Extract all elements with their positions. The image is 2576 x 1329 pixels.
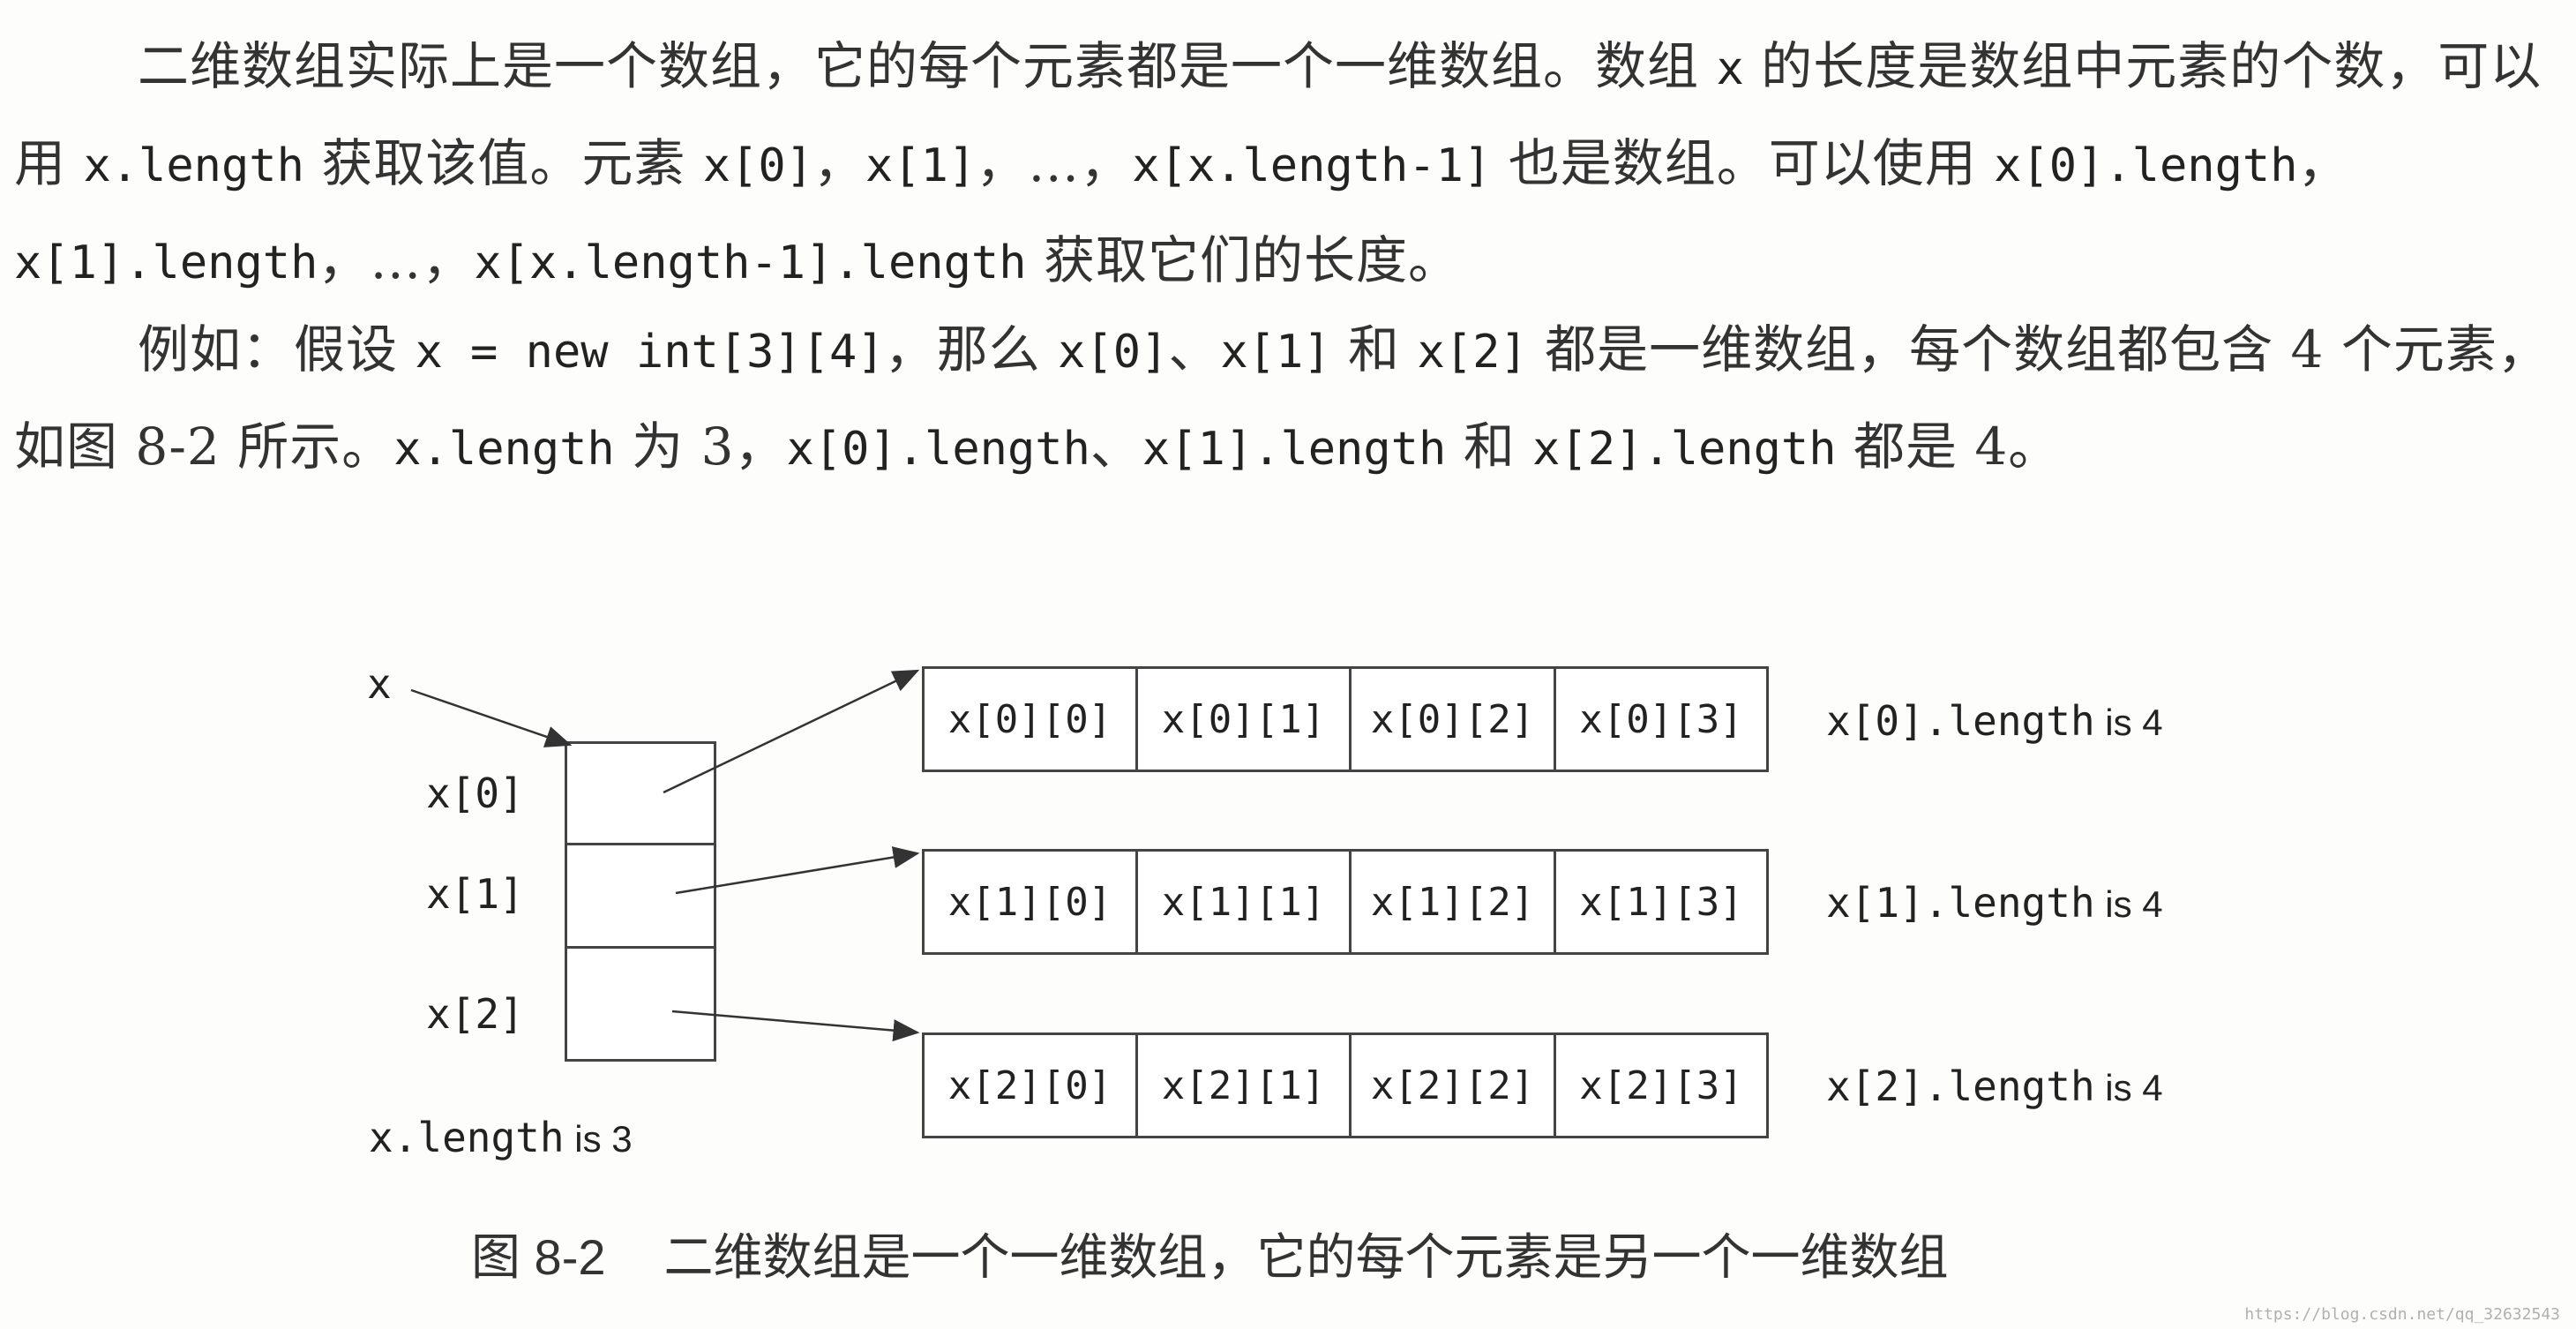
text-run: 为 3， <box>614 417 787 477</box>
text-run: 的长度是数组中元素的个数，可以用 <box>14 36 2542 193</box>
text-run: ， <box>813 133 866 193</box>
x-label: x <box>367 660 392 708</box>
text-run: 、 <box>1168 319 1221 379</box>
row-label-x2: x[2] <box>426 990 524 1038</box>
array-cell: x[2][0] <box>925 1035 1138 1136</box>
text-run: ，那么 <box>884 319 1059 379</box>
code-run: x.length <box>83 139 304 192</box>
code-run: x.length <box>369 1114 565 1161</box>
code-run: x[1].length <box>1826 879 2095 927</box>
code-run: x.length <box>393 423 615 476</box>
text-run: is 3 <box>564 1118 633 1160</box>
code-run: x[0] <box>702 139 813 192</box>
row-label-x1: x[1] <box>426 870 524 918</box>
code-run: x[0] <box>1058 326 1169 379</box>
array-cell: x[0][2] <box>1352 669 1556 770</box>
caption-text: 二维数组是一个一维数组，它的每个元素是另一个一维数组 <box>663 1229 1949 1287</box>
code-run: x[x.length-1].length <box>474 237 1027 289</box>
text-run: is 4 <box>2094 1067 2163 1108</box>
paragraph-2: 例如：假设 x = new int[3][4]，那么 x[0]、x[1] 和 x… <box>14 303 2564 497</box>
row-length-label-1: x[1].length is 4 <box>1826 879 2163 927</box>
row-label-x0: x[0] <box>426 770 524 817</box>
inner-array-row-1: x[1][0] x[1][1] x[1][2] x[1][3] <box>922 849 1769 955</box>
code-run: x[0].length <box>1826 697 2095 745</box>
text-run: ，…， <box>318 230 475 290</box>
caption-number: 图 8-2 <box>471 1229 606 1285</box>
code-run: x[2] <box>1417 326 1528 379</box>
array-cell: x[1][0] <box>925 852 1138 952</box>
array-cell: x[0][3] <box>1579 696 1743 742</box>
code-run: x[0].length <box>1994 139 2298 192</box>
text-run: 和 <box>1330 319 1418 379</box>
outer-array-cell-1 <box>565 843 716 949</box>
code-run: x[2].length <box>1532 423 1837 476</box>
outer-array-cell-2 <box>565 946 716 1062</box>
inner-array-row-0: x[0][0] x[0][1] x[0][2] x[0][3] <box>922 666 1769 772</box>
outer-array-cell-0 <box>565 741 716 845</box>
code-run: x[2].length <box>1826 1062 2095 1110</box>
inner-array-row-2: x[2][0] x[2][1] x[2][2] x[2][3] <box>922 1032 1769 1138</box>
text-run: 、 <box>1090 417 1142 477</box>
text-run: is 4 <box>2094 883 2163 925</box>
watermark: https://blog.csdn.net/qq_32632543 <box>2244 1305 2560 1324</box>
text-run: ，…， <box>976 133 1133 193</box>
array-cell: x[2][2] <box>1352 1035 1556 1136</box>
text-run: ， <box>2297 133 2350 193</box>
text-run: 获取它们的长度。 <box>1026 230 1460 290</box>
array-cell: x[1][2] <box>1352 852 1556 952</box>
text-run: 都是一维数组，每个数组都包含 4 个元素，如图 8-2 所示。 <box>14 319 2550 477</box>
code-run: x[x.length-1] <box>1132 139 1492 192</box>
outer-length-label: x.length is 3 <box>369 1114 633 1161</box>
paragraph-1: 二维数组实际上是一个数组，它的每个元素都是一个一维数组。数组 x 的长度是数组中… <box>14 19 2564 311</box>
array-cell: x[2][3] <box>1579 1062 1743 1108</box>
array-cell: x[0][0] <box>925 669 1138 770</box>
array-cell: x[2][1] <box>1138 1035 1352 1136</box>
code-run: x[1].length <box>1142 423 1447 476</box>
code-run: x = new int[3][4] <box>415 326 885 379</box>
text-run: 例如：假设 <box>138 319 416 379</box>
arrow-x-to-outer <box>410 688 573 747</box>
code-run: x[1].length <box>14 237 318 289</box>
text-run: 都是 4。 <box>1836 417 2061 477</box>
array-cell: x[1][3] <box>1579 879 1743 925</box>
code-run: x[0].length <box>786 423 1090 476</box>
text-run: 也是数组。可以使用 <box>1491 133 1995 193</box>
text-run: is 4 <box>2094 702 2163 743</box>
code-run: x <box>1716 42 1744 95</box>
text-run: 二维数组实际上是一个数组，它的每个元素都是一个一维数组。数组 <box>138 36 1717 96</box>
array-cell: x[0][1] <box>1138 669 1352 770</box>
row-length-label-2: x[2].length is 4 <box>1826 1062 2163 1110</box>
figure-caption: 图 8-2 二维数组是一个一维数组，它的每个元素是另一个一维数组 <box>471 1218 1949 1289</box>
array-cell: x[1][1] <box>1138 852 1352 952</box>
code-run: x[1] <box>865 139 977 192</box>
text-run: 和 <box>1446 417 1533 477</box>
code-run: x[1] <box>1220 326 1331 379</box>
row-length-label-0: x[0].length is 4 <box>1826 697 2163 745</box>
text-run: 获取该值。元素 <box>303 133 703 193</box>
